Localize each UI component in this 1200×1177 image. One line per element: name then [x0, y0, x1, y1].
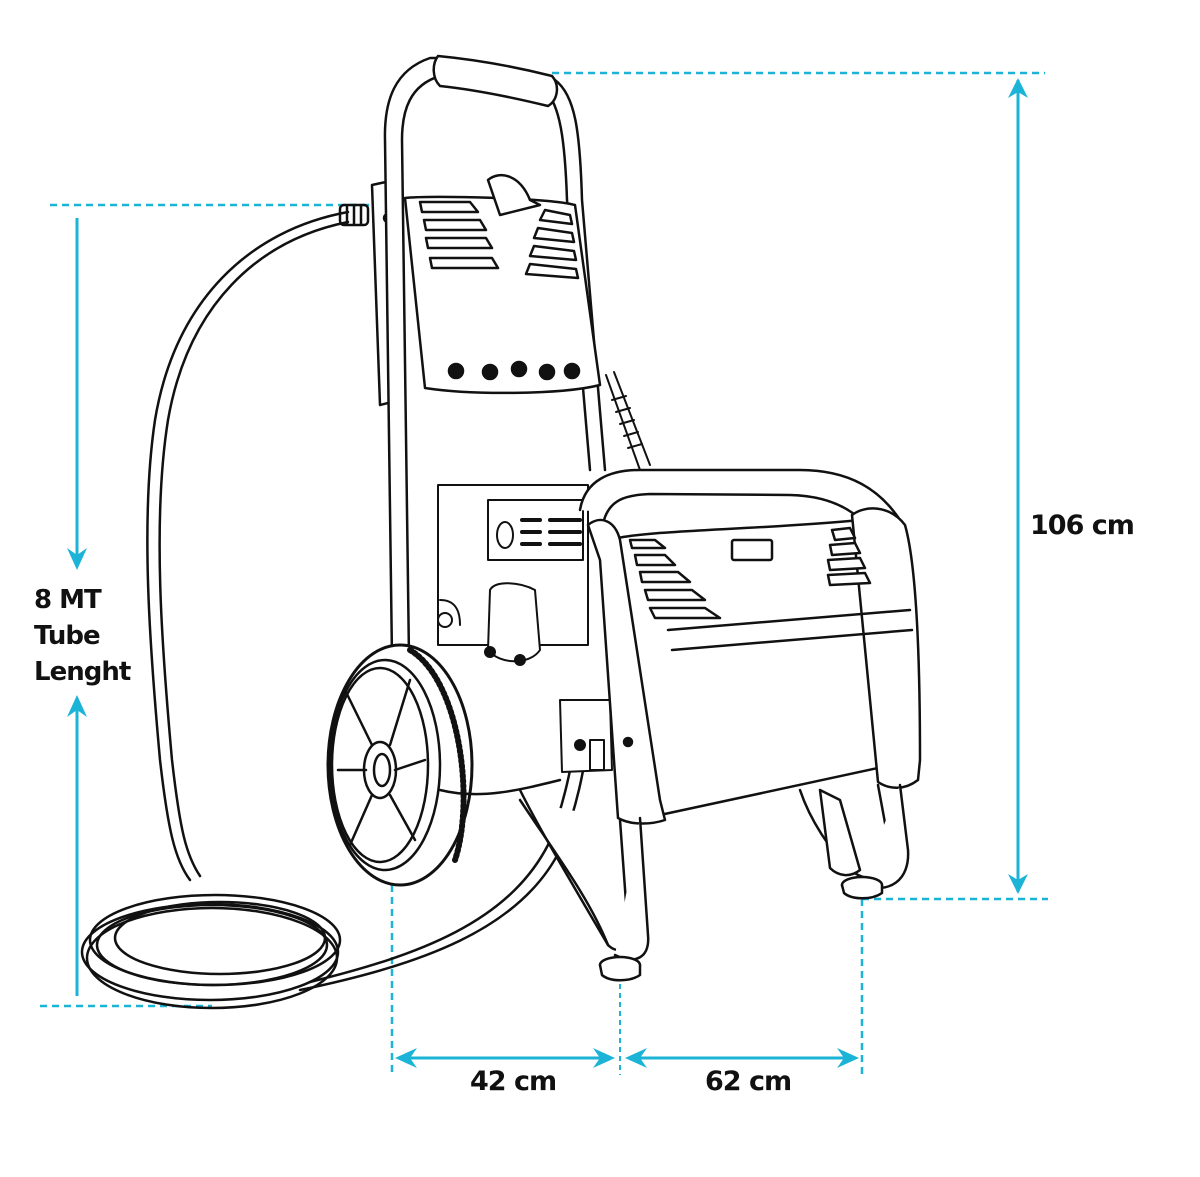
- front-feet: [518, 783, 910, 982]
- width-wheel-to-foot-label: 42 cm: [470, 1066, 557, 1097]
- arrow-right-icon: [837, 1048, 859, 1068]
- hose: [80, 210, 592, 1010]
- nozzle-tips: [447, 360, 581, 381]
- height-label: 106 cm: [1030, 510, 1135, 541]
- pressure-washer-illustration: [80, 54, 922, 1010]
- depth-foot-to-foot-label: 62 cm: [705, 1066, 792, 1097]
- arrow-left-icon: [395, 1048, 417, 1068]
- hose-length-value: 8 MT: [34, 585, 102, 615]
- hose-length-label: 8 MT Tube Lenght: [34, 582, 131, 690]
- arrow-down-icon: [1008, 874, 1028, 894]
- arrow-up-icon: [67, 695, 87, 717]
- arrow-down-icon: [67, 548, 87, 570]
- arrow-up-icon: [1008, 78, 1028, 98]
- dimension-guides: [40, 71, 1048, 1075]
- handle-grip: [432, 54, 559, 108]
- hose-outlet-fitting: [338, 203, 370, 227]
- hose-length-word-length: Lenght: [34, 657, 131, 687]
- arrow-left-icon: [625, 1048, 647, 1068]
- control-panel: [403, 174, 602, 395]
- wheel: [326, 643, 474, 887]
- engine: [437, 484, 613, 773]
- fuel-cap: [730, 538, 774, 562]
- arrow-right-icon: [593, 1048, 615, 1068]
- hood-cover: [578, 468, 922, 825]
- recoil-starter: [487, 582, 541, 663]
- hose-length-word-tube: Tube: [34, 621, 101, 651]
- spray-wand: [605, 371, 651, 471]
